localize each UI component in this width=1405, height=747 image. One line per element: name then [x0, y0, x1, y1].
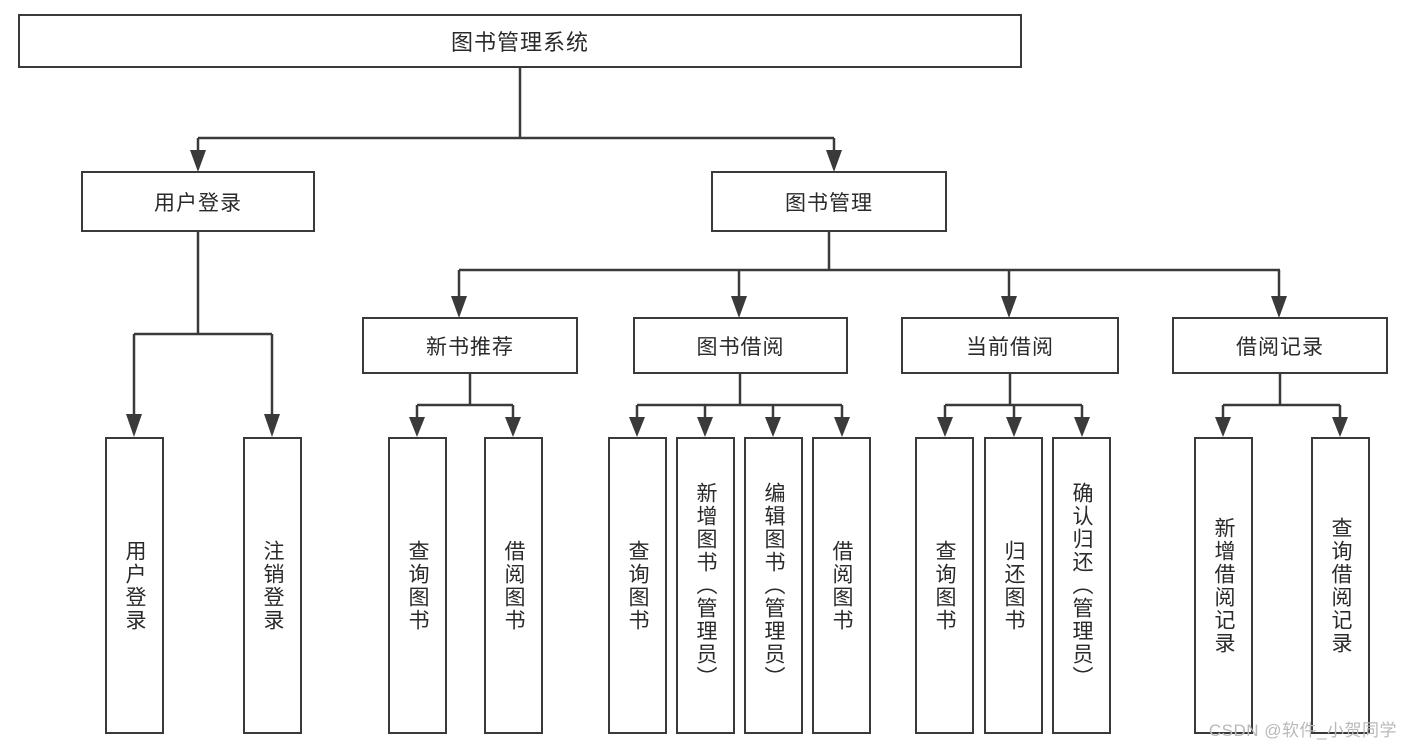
leaf-borrow-record-1-label: 查询借阅记录 [1329, 516, 1352, 655]
node-borrow-record[interactable]: 借阅记录 [1172, 317, 1388, 374]
leaf-new-book-1-label: 借阅图书 [502, 539, 525, 632]
leaf-new-book-0[interactable]: 查询图书 [388, 437, 447, 734]
leaf-book-borrow-2-label: 编辑图书（管理员） [762, 482, 785, 689]
leaf-book-borrow-1[interactable]: 新增图书（管理员） [676, 437, 735, 734]
node-current-borrow-label: 当前借阅 [966, 335, 1054, 359]
node-book-borrow[interactable]: 图书借阅 [633, 317, 848, 374]
leaf-borrow-record-1[interactable]: 查询借阅记录 [1311, 437, 1370, 734]
node-book-borrow-label: 图书借阅 [696, 335, 785, 359]
leaf-book-borrow-1-label: 新增图书（管理员） [694, 482, 717, 689]
leaf-new-book-0-label: 查询图书 [406, 539, 429, 632]
leaf-book-borrow-2[interactable]: 编辑图书（管理员） [744, 437, 803, 734]
node-new-book-recommend-label: 新书推荐 [426, 335, 514, 359]
leaf-current-borrow-0-label: 查询图书 [933, 539, 956, 632]
node-book-management-label: 图书管理 [785, 191, 873, 215]
leaf-current-borrow-1-label: 归还图书 [1002, 539, 1025, 632]
leaf-current-borrow-2-label: 确认归还（管理员） [1070, 482, 1093, 689]
node-root[interactable]: 图书管理系统 [18, 14, 1022, 68]
leaf-book-borrow-0-label: 查询图书 [626, 539, 649, 632]
node-root-label: 图书管理系统 [450, 30, 589, 55]
watermark: CSDN @软件_小贺同学 [1208, 721, 1397, 740]
leaf-book-borrow-0[interactable]: 查询图书 [608, 437, 667, 734]
node-current-borrow[interactable]: 当前借阅 [901, 317, 1119, 374]
leaf-user-login-0-label: 用户登录 [123, 539, 146, 632]
leaf-book-borrow-3-label: 借阅图书 [830, 539, 853, 632]
leaf-borrow-record-0-label: 新增借阅记录 [1212, 516, 1235, 655]
node-new-book-recommend[interactable]: 新书推荐 [362, 317, 578, 374]
node-borrow-record-label: 借阅记录 [1236, 335, 1324, 359]
node-user-login-label: 用户登录 [154, 191, 242, 215]
leaf-user-login-0[interactable]: 用户登录 [105, 437, 164, 734]
leaf-user-login-1-label: 注销登录 [261, 539, 284, 632]
leaf-current-borrow-2[interactable]: 确认归还（管理员） [1052, 437, 1111, 734]
leaf-user-login-1[interactable]: 注销登录 [243, 437, 302, 734]
leaf-borrow-record-0[interactable]: 新增借阅记录 [1194, 437, 1253, 734]
leaf-current-borrow-0[interactable]: 查询图书 [915, 437, 974, 734]
node-user-login[interactable]: 用户登录 [81, 171, 315, 232]
node-book-management[interactable]: 图书管理 [711, 171, 947, 232]
leaf-book-borrow-3[interactable]: 借阅图书 [812, 437, 871, 734]
leaf-new-book-1[interactable]: 借阅图书 [484, 437, 543, 734]
leaf-current-borrow-1[interactable]: 归还图书 [984, 437, 1043, 734]
